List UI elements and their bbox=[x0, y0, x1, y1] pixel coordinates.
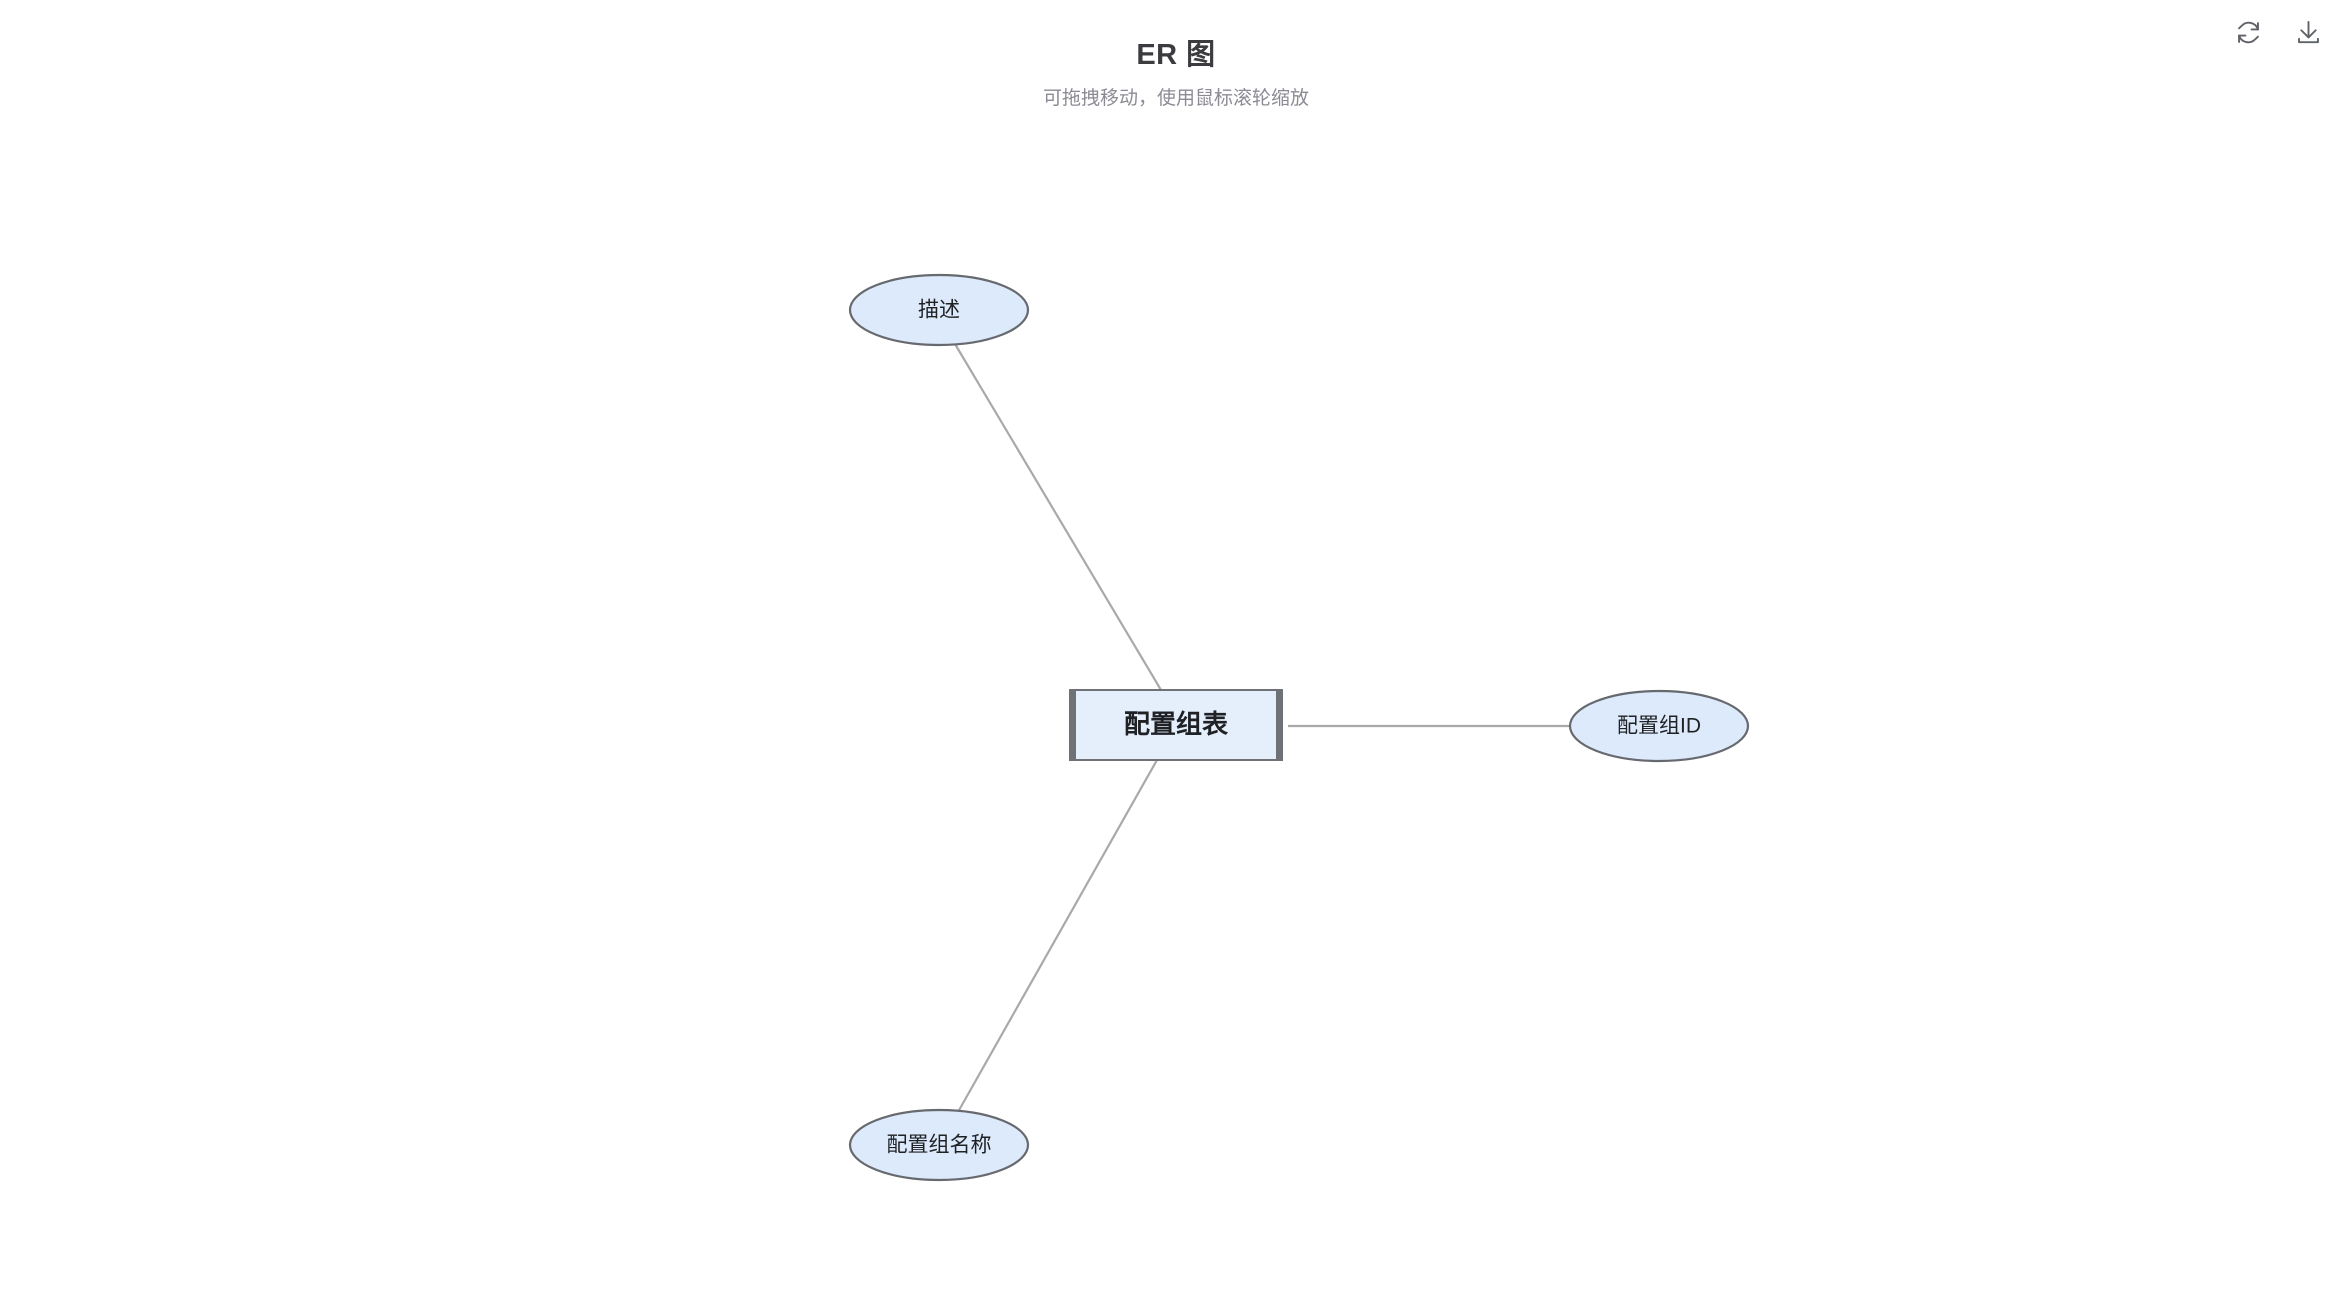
refresh-icon bbox=[2235, 19, 2262, 46]
attribute-node-config-group-name[interactable]: 配置组名称 bbox=[848, 1108, 1030, 1182]
attribute-label: 描述 bbox=[918, 299, 960, 322]
download-icon bbox=[2295, 19, 2322, 46]
attribute-label: 配置组名称 bbox=[887, 1134, 992, 1157]
entity-left-shadow-bar bbox=[1070, 690, 1076, 760]
entity-label: 配置组表 bbox=[1124, 709, 1229, 739]
attribute-node-description[interactable]: 描述 bbox=[848, 273, 1030, 347]
edge-description-link bbox=[954, 343, 1162, 691]
attribute-ellipse[interactable] bbox=[848, 1108, 1030, 1182]
entity-right-shadow-bar bbox=[1276, 690, 1282, 760]
reset-view-button[interactable] bbox=[2230, 14, 2266, 50]
attribute-ellipse[interactable] bbox=[1568, 689, 1750, 763]
diagram-toolbar bbox=[2230, 14, 2326, 50]
attribute-node-config-group-id[interactable]: 配置组ID bbox=[1568, 689, 1750, 763]
download-image-button[interactable] bbox=[2290, 14, 2326, 50]
entity-rect[interactable] bbox=[1069, 689, 1283, 761]
attribute-label: 配置组ID bbox=[1617, 715, 1701, 738]
attribute-ellipse[interactable] bbox=[848, 273, 1030, 347]
edge-layer bbox=[954, 343, 1570, 1113]
entity-node-config-group-table[interactable]: 配置组表 bbox=[1069, 689, 1283, 761]
edge-config-group-name-link bbox=[957, 759, 1158, 1113]
